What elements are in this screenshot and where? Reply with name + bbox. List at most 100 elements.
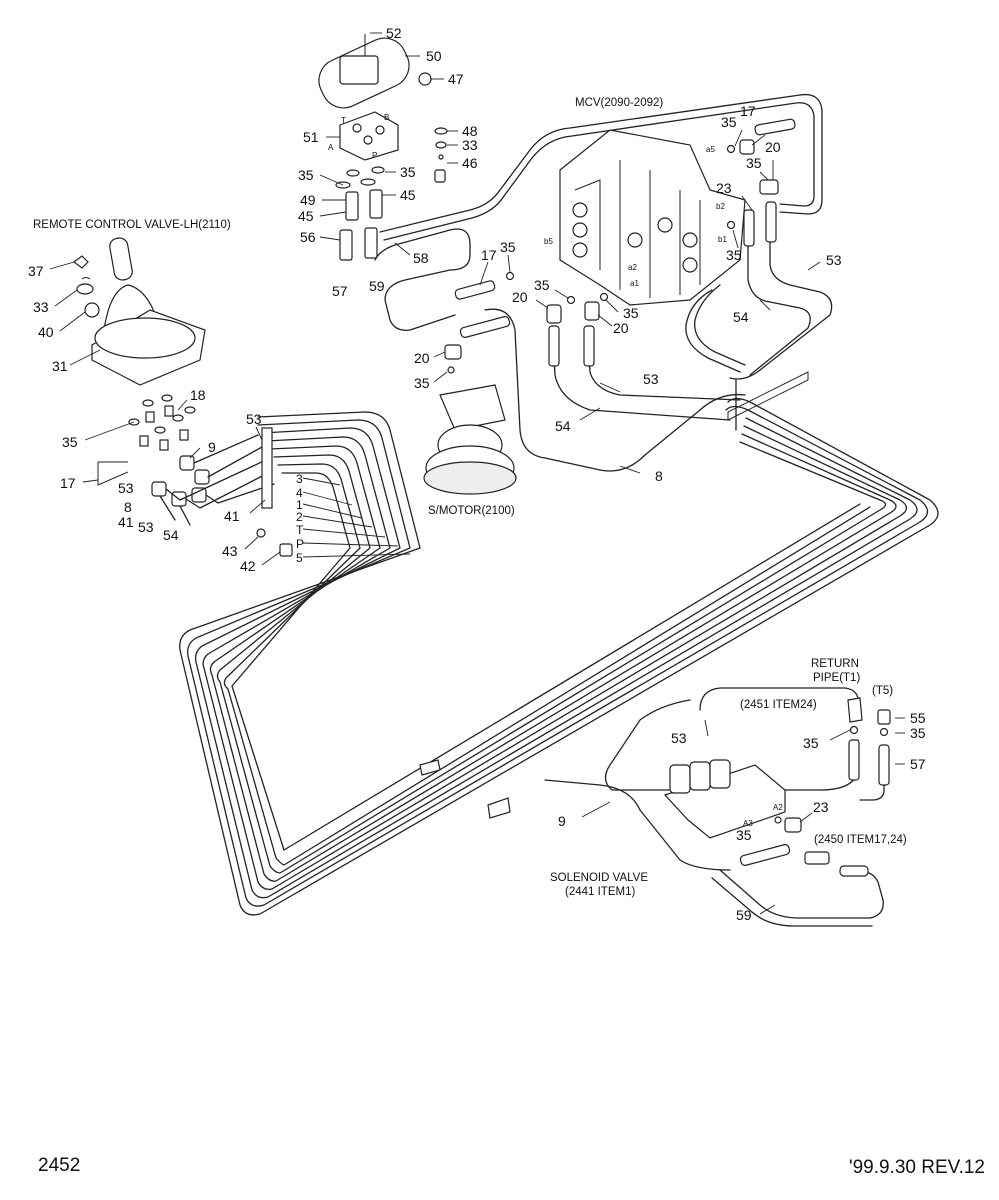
- caption-reference: (2451 ITEM24): [740, 699, 817, 711]
- rcv-port-fittings: [97, 394, 196, 486]
- leader: [54, 289, 78, 307]
- callout-number: 33: [462, 137, 478, 153]
- elbow-fitting: [739, 139, 755, 155]
- callout-number: 31: [52, 358, 68, 374]
- o-ring: [447, 366, 455, 374]
- leader: [579, 407, 601, 421]
- hose-fitting: [583, 325, 595, 367]
- callout-number: 41: [224, 508, 240, 524]
- fitting: [339, 229, 353, 261]
- pipe-run: [719, 869, 884, 919]
- top-solenoid-assembly: [318, 34, 448, 261]
- leader: [479, 261, 489, 286]
- pipe-run: [383, 102, 815, 241]
- callout-number: 35: [400, 164, 416, 180]
- bolt: [256, 528, 266, 538]
- callout-number: 23: [716, 180, 732, 196]
- return-fittings: [847, 697, 891, 786]
- pipe-run: [231, 472, 861, 851]
- leader: [319, 236, 341, 241]
- leader: [302, 491, 353, 506]
- leader: [189, 447, 201, 459]
- callout-number: 37: [28, 263, 44, 279]
- nut: [418, 72, 432, 86]
- o-ring: [566, 295, 576, 305]
- leader-lines: [49, 32, 905, 915]
- o-ring: [435, 141, 447, 149]
- leader: [302, 503, 363, 519]
- o-ring: [599, 292, 609, 302]
- hose-fitting: [765, 201, 777, 243]
- caption-reference: (2450 ITEM17,24): [814, 834, 907, 846]
- upper-pipes: [374, 93, 833, 472]
- callout-number: 54: [555, 418, 571, 434]
- leader: [177, 399, 188, 411]
- solenoid-coil: [709, 759, 731, 789]
- pipe-run: [374, 228, 471, 331]
- clamp: [487, 797, 511, 819]
- callout-number: 17: [60, 475, 76, 491]
- pipe-run: [165, 434, 275, 509]
- solenoid-coil: [689, 761, 711, 791]
- port-hole: [363, 135, 373, 145]
- callout-number: 54: [163, 527, 179, 543]
- leader: [732, 229, 739, 249]
- mcv-spool: [657, 217, 673, 233]
- callout-number: 53: [138, 519, 154, 535]
- callout-number: 35: [623, 305, 639, 321]
- o-ring: [154, 426, 166, 434]
- fitting: [159, 439, 169, 451]
- hose-end: [739, 843, 791, 867]
- callout-number: 53: [118, 480, 134, 496]
- leader: [807, 261, 821, 271]
- lower-pipes: [544, 687, 885, 927]
- caption-mcv: MCV(2090-2092): [575, 97, 663, 109]
- o-ring: [360, 178, 376, 186]
- callout-number: 53: [826, 252, 842, 268]
- pipe-run: [179, 397, 939, 916]
- port-label: T: [341, 116, 346, 125]
- mcv-fittings: [444, 118, 796, 374]
- leader: [829, 729, 851, 741]
- port-hole: [352, 123, 362, 133]
- hose-fitting: [743, 209, 755, 247]
- leader: [255, 426, 263, 441]
- pipe-run: [711, 877, 873, 927]
- o-ring: [726, 144, 736, 154]
- plug: [434, 169, 446, 183]
- callout-number: 53: [643, 371, 659, 387]
- leader: [302, 553, 411, 558]
- pipe-run: [209, 433, 897, 882]
- solenoid-valve: [663, 759, 869, 877]
- leader: [84, 421, 135, 441]
- hose-fitting: [548, 325, 560, 367]
- mcv-spool: [627, 232, 643, 248]
- port-label: b5: [544, 237, 553, 246]
- pipe-run: [587, 344, 741, 401]
- port-labels: 3 4 1 2 T P 5 a5 b2 b1 b5 a2 a1 A2 A3 T …: [296, 113, 783, 828]
- pipe-run: [216, 441, 887, 874]
- hose-end: [454, 280, 496, 300]
- fitting: [139, 435, 149, 447]
- pipe-run: [202, 425, 908, 890]
- port-label: T: [296, 523, 304, 537]
- caption-return-pipe: RETURN: [811, 658, 859, 670]
- leader: [49, 261, 75, 270]
- pipe-run: [859, 744, 885, 801]
- o-ring: [184, 406, 196, 414]
- o-ring: [172, 414, 184, 422]
- port-label: 1: [296, 498, 303, 512]
- leader: [759, 171, 769, 181]
- port-label: P: [296, 537, 304, 551]
- remote-control-valve: [73, 237, 206, 386]
- o-ring: [371, 166, 385, 174]
- port-label: 2: [296, 510, 303, 524]
- leader: [751, 134, 766, 146]
- callout-number: 9: [208, 439, 216, 455]
- pipe-run: [604, 699, 859, 791]
- pipe-run: [747, 239, 811, 376]
- nut: [279, 543, 293, 557]
- fitting: [179, 429, 189, 441]
- leader: [619, 465, 641, 474]
- callout-number: 59: [736, 907, 752, 923]
